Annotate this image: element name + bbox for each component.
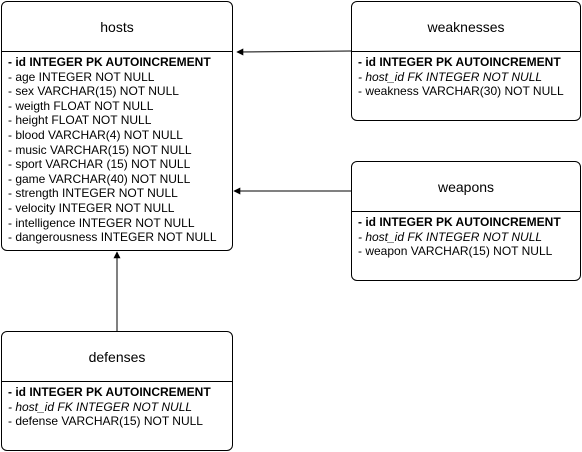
entity-defenses[interactable]: defenses - id INTEGER PK AUTOINCREMENT- …: [1, 331, 233, 451]
column-field: - height FLOAT NOT NULL: [8, 113, 152, 128]
entity-weapons[interactable]: weapons - id INTEGER PK AUTOINCREMENT- h…: [351, 161, 581, 281]
column-field: - strength INTEGER NOT NULL: [8, 186, 178, 201]
entity-hosts[interactable]: hosts - id INTEGER PK AUTOINCREMENT- age…: [1, 1, 233, 251]
entity-title: weaknesses: [352, 2, 580, 52]
column-field: - velocity INTEGER NOT NULL: [8, 200, 175, 215]
column-field: - game VARCHAR(40) NOT NULL: [8, 171, 191, 186]
primary-key-field: - id INTEGER PK AUTOINCREMENT: [358, 55, 561, 69]
foreign-key-field: - host_id FK INTEGER NOT NULL: [358, 69, 543, 84]
column-field: - weakness VARCHAR(30) NOT NULL: [358, 84, 564, 99]
primary-key-field: - id INTEGER PK AUTOINCREMENT: [358, 215, 561, 229]
entity-weaknesses[interactable]: weaknesses - id INTEGER PK AUTOINCREMENT…: [351, 1, 581, 121]
field-list: - id INTEGER PK AUTOINCREMENT- host_id F…: [352, 52, 580, 102]
column-field: - weapon VARCHAR(15) NOT NULL: [358, 244, 553, 259]
column-field: - dangerousness INTEGER NOT NULL: [8, 230, 217, 245]
column-field: - weigth FLOAT NOT NULL: [8, 98, 154, 113]
field-list: - id INTEGER PK AUTOINCREMENT- host_id F…: [352, 212, 580, 262]
entity-title: defenses: [2, 332, 232, 382]
column-field: - sport VARCHAR (15) NOT NULL: [8, 157, 191, 172]
primary-key-field: - id INTEGER PK AUTOINCREMENT: [8, 385, 211, 399]
field-list: - id INTEGER PK AUTOINCREMENT- age INTEG…: [2, 52, 232, 248]
primary-key-field: - id INTEGER PK AUTOINCREMENT: [8, 55, 211, 69]
field-list: - id INTEGER PK AUTOINCREMENT- host_id F…: [2, 382, 232, 432]
column-field: - blood VARCHAR(4) NOT NULL: [8, 127, 183, 142]
column-field: - age INTEGER NOT NULL: [8, 69, 155, 84]
entity-title: weapons: [352, 162, 580, 212]
column-field: - music VARCHAR(15) NOT NULL: [8, 142, 192, 157]
column-field: - defense VARCHAR(15) NOT NULL: [8, 414, 203, 429]
arrow-weaknesses-to-hosts: [236, 48, 352, 56]
column-field: - sex VARCHAR(15) NOT NULL: [8, 84, 179, 99]
column-field: - intelligence INTEGER NOT NULL: [8, 215, 195, 230]
foreign-key-field: - host_id FK INTEGER NOT NULL: [8, 399, 193, 414]
entity-title: hosts: [2, 2, 232, 52]
foreign-key-field: - host_id FK INTEGER NOT NULL: [358, 229, 543, 244]
